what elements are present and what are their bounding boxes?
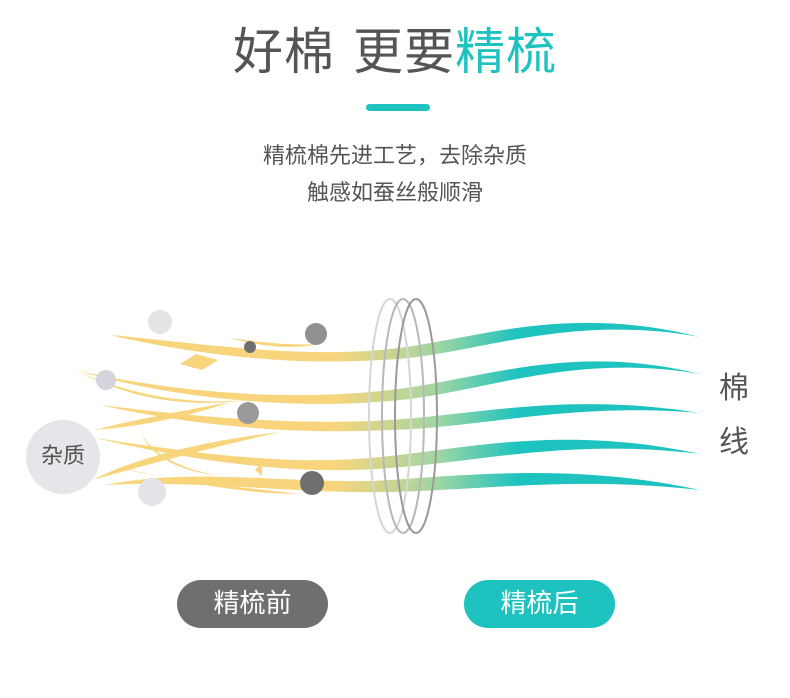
fiber-stream-5 <box>105 473 700 493</box>
fiber-stream-3 <box>100 404 700 432</box>
comb-ring-2 <box>381 298 425 534</box>
fiber-stream-1 <box>110 322 700 362</box>
raw-fiber-6 <box>180 354 218 370</box>
impurity-dot-3 <box>138 478 166 506</box>
after-combing-button[interactable]: 精梳后 <box>464 580 615 628</box>
comb-rings <box>368 298 438 534</box>
impurity-particles <box>96 310 327 506</box>
title-part-more-need: 更要 <box>353 23 455 81</box>
raw-fiber-8 <box>230 338 320 347</box>
messy-raw-fibers <box>78 338 320 494</box>
page-title: 好棉更要精梳 <box>0 22 790 82</box>
raw-fiber-7 <box>255 462 262 476</box>
cotton-thread-label: 棉线 <box>719 371 749 460</box>
cotton-fiber-streams <box>75 322 700 493</box>
raw-fiber-2 <box>95 402 230 430</box>
impurity-dot-4 <box>305 323 327 345</box>
impurity-dot-6 <box>237 402 259 424</box>
impurity-dot-5 <box>244 341 256 353</box>
impurity-dot-2 <box>96 370 116 390</box>
impurity-label: 杂质 <box>26 420 100 494</box>
description-line-1: 精梳棉先进工艺，去除杂质 <box>262 144 527 169</box>
combing-illustration <box>75 298 700 534</box>
fiber-stream-2 <box>75 361 700 404</box>
description-line-2: 触感如蚕丝般顺滑 <box>306 181 483 206</box>
comb-ring-3 <box>394 298 438 534</box>
comb-ring-1 <box>368 298 412 534</box>
impurity-dot-7 <box>300 471 324 495</box>
title-part-good-cotton: 好棉 <box>233 23 335 81</box>
title-divider <box>366 104 430 111</box>
impurity-dot-1 <box>148 310 172 334</box>
fiber-stream-4 <box>95 438 700 471</box>
before-combing-button[interactable]: 精梳前 <box>177 580 328 628</box>
title-accent: 精梳 <box>455 23 557 81</box>
